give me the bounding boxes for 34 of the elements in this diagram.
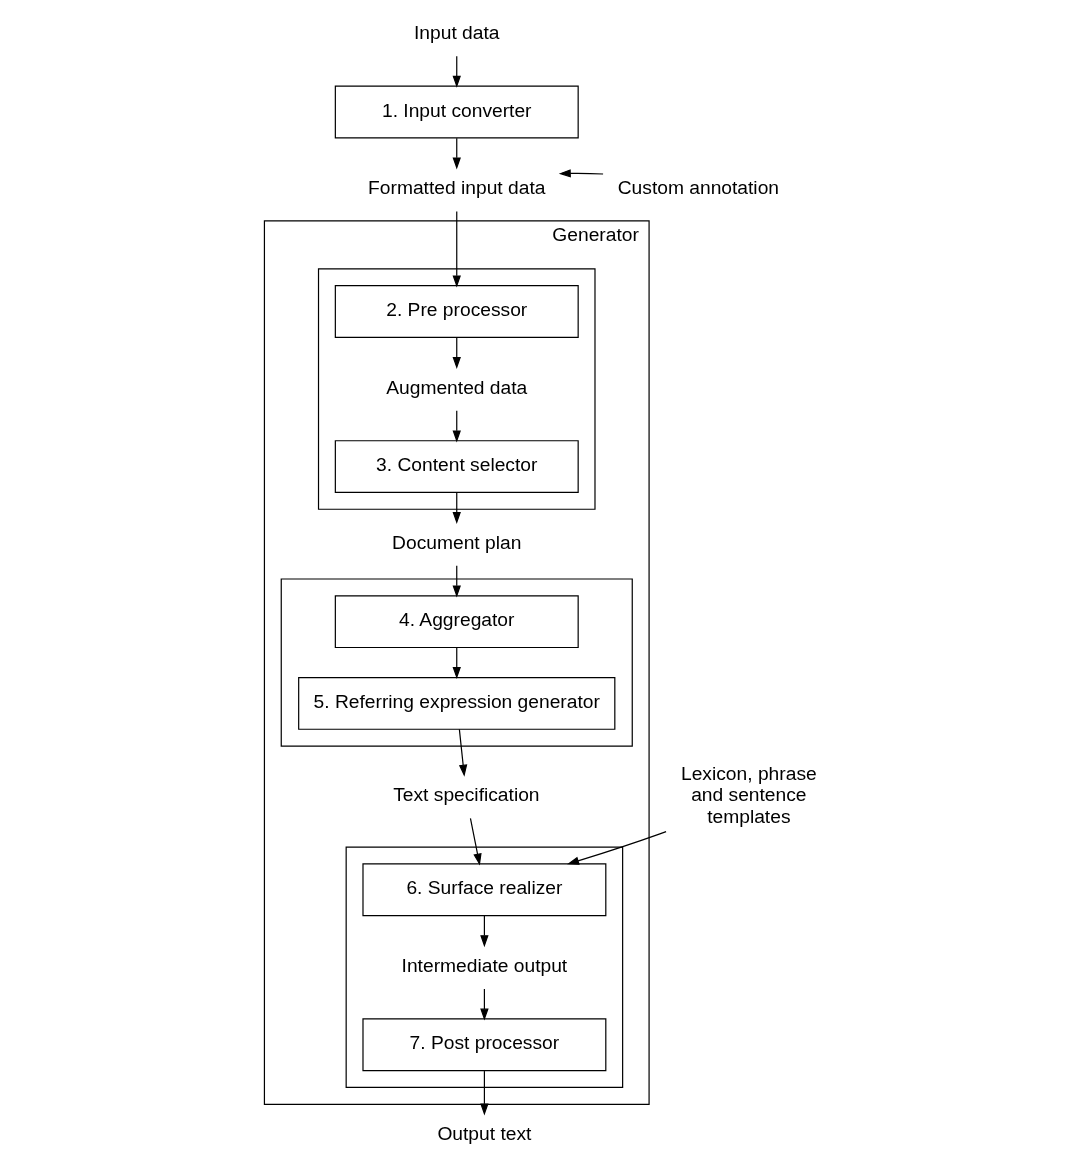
- arrow: [480, 988, 489, 1021]
- node-text: Input data: [414, 22, 500, 44]
- cluster: [317, 268, 596, 510]
- node-text: Intermediate output: [401, 954, 568, 976]
- node-box: 1. Input converter: [334, 85, 579, 139]
- node-box: 3. Content selector: [334, 440, 579, 494]
- arrow: [567, 831, 667, 865]
- arrow: [469, 817, 482, 866]
- node-text: Document plan: [392, 531, 522, 553]
- cluster: [280, 578, 633, 747]
- cluster: [345, 846, 624, 1089]
- arrow: [480, 915, 489, 948]
- node-box: 6. Surface realizer: [362, 863, 607, 917]
- node-text: Custom annotation: [617, 177, 780, 199]
- arrow: [452, 337, 461, 370]
- arrow: [452, 210, 461, 288]
- arrow: [452, 565, 461, 598]
- arrow: [458, 728, 468, 777]
- arrow: [452, 410, 461, 443]
- arrow: [452, 646, 461, 680]
- node-box: 2. Pre processor: [334, 285, 579, 338]
- node-text: Lexicon, phrase and sentence templates: [681, 762, 817, 827]
- arrow: [452, 492, 461, 525]
- node-text: Augmented data: [386, 376, 528, 398]
- node-box: 7. Post processor: [362, 1018, 607, 1072]
- node-text: Output text: [437, 1123, 532, 1145]
- arrow: [452, 55, 461, 88]
- node-text: Formatted input data: [368, 177, 546, 199]
- arrow: [452, 137, 461, 170]
- arrow: [480, 1070, 489, 1116]
- node-box: 4. Aggregator: [334, 595, 579, 649]
- arrow: [558, 169, 604, 178]
- node-text: Text specification: [393, 784, 540, 806]
- node-box: 5. Referring expression generator: [298, 676, 616, 730]
